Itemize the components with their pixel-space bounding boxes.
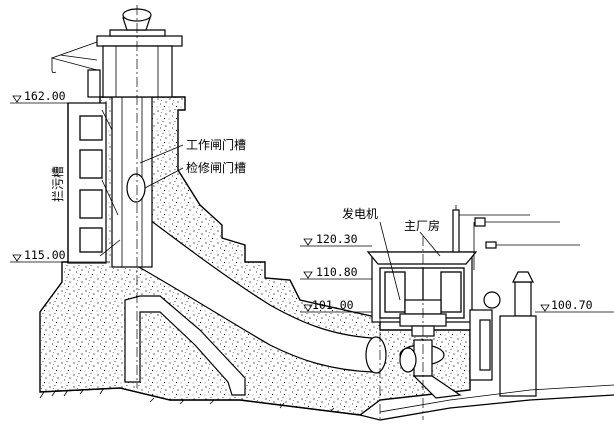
trash-rack-frame <box>67 102 121 264</box>
elevation-crane: 110.80 <box>316 265 358 279</box>
elevation-markers <box>12 95 550 312</box>
label-repair-gate-slot: 检修闸门槽 <box>186 160 246 175</box>
elevation-crest: 162.00 <box>24 89 66 103</box>
label-trash-rack: 拦污槽 <box>51 166 65 202</box>
elevation-floor: 101.00 <box>312 298 354 312</box>
label-work-gate-slot: 工作闸门槽 <box>186 137 246 152</box>
powerhouse <box>365 205 580 399</box>
leader-lines <box>139 144 441 301</box>
elevation-tailwater: 100.70 <box>551 298 593 312</box>
elevation-intake: 115.00 <box>24 248 66 262</box>
ground-line <box>39 384 614 421</box>
elevation-powerhouse-roof: 120.30 <box>316 232 358 246</box>
label-main-powerhouse: 主厂房 <box>404 218 440 233</box>
elevation-lines <box>10 102 614 313</box>
gate-hoist <box>50 8 183 98</box>
label-generator: 发电机 <box>342 206 378 221</box>
dam-body <box>39 96 471 416</box>
center-lines <box>136 5 424 420</box>
